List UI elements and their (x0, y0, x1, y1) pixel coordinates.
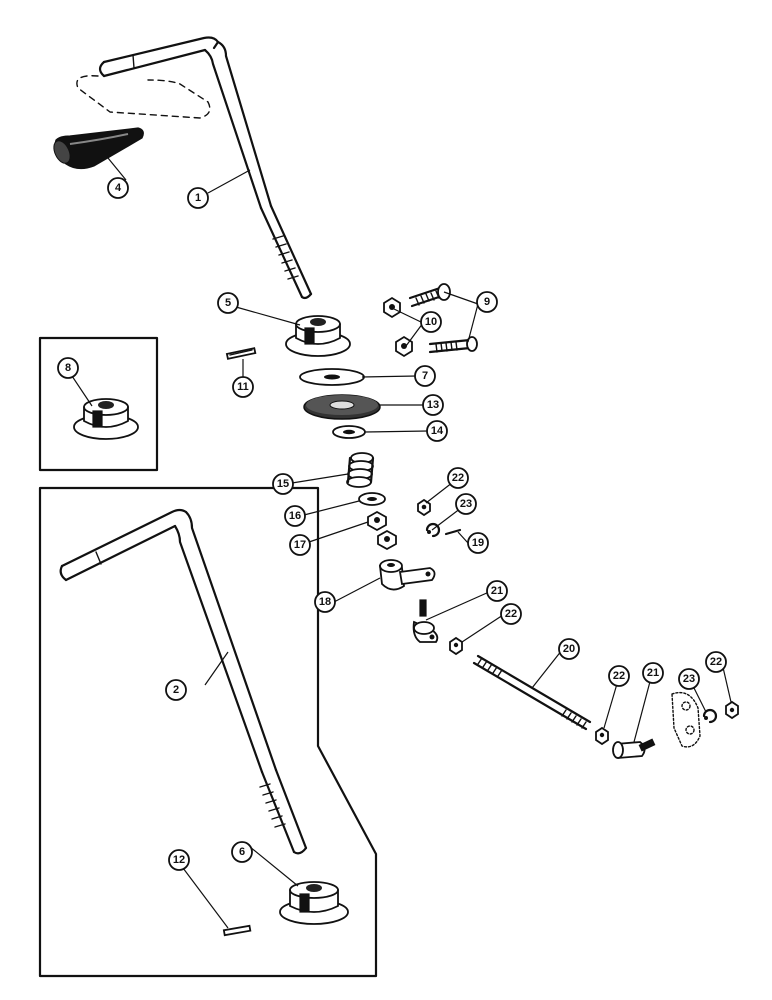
adjusting-rod-20 (472, 654, 592, 731)
nut-22-far-right (725, 700, 739, 720)
callout-8: 8 (57, 357, 79, 379)
svg-text:9: 9 (484, 296, 490, 308)
nut-22-right (595, 726, 609, 746)
nut-17 (367, 510, 387, 532)
svg-text:22: 22 (452, 472, 464, 484)
callout-11: 11 (232, 376, 254, 398)
svg-text:17: 17 (294, 539, 306, 551)
lever-hub-6 (279, 881, 349, 925)
callout-23-a: 23 (455, 493, 477, 515)
shift-lever-1 (76, 36, 313, 300)
washer-16 (358, 492, 386, 506)
callout-22-a: 22 (447, 467, 469, 489)
shift-arm-18 (378, 559, 436, 591)
nut-10-lower (395, 335, 413, 358)
svg-text:22: 22 (613, 670, 625, 682)
callout-16: 16 (284, 505, 306, 527)
svg-text:21: 21 (647, 667, 659, 679)
callout-17: 17 (289, 534, 311, 556)
rod-end-21-left (412, 599, 439, 643)
lever-hub-8 (73, 398, 139, 440)
callout-1: 1 (187, 187, 209, 209)
callout-19: 19 (467, 532, 489, 554)
clip-23-right (702, 708, 718, 724)
svg-text:14: 14 (431, 425, 444, 437)
pin-19 (444, 528, 462, 536)
callout-4: 4 (107, 177, 129, 199)
callout-23-b: 23 (678, 668, 700, 690)
svg-text:7: 7 (422, 370, 428, 382)
svg-text:5: 5 (225, 297, 231, 309)
leader-lines (71, 157, 732, 929)
friction-disc-13 (303, 394, 381, 420)
callout-9: 9 (476, 291, 498, 313)
rod-end-21-right (612, 738, 656, 759)
washer-7 (299, 368, 365, 386)
svg-text:21: 21 (491, 585, 503, 597)
callout-22-b: 22 (500, 603, 522, 625)
svg-text:1: 1 (195, 192, 201, 204)
shift-lever-2 (59, 508, 308, 855)
lever-knob-4 (53, 127, 144, 170)
svg-text:22: 22 (710, 656, 722, 668)
svg-text:19: 19 (472, 537, 484, 549)
svg-text:8: 8 (65, 362, 71, 374)
spring-15 (346, 452, 375, 488)
svg-text:23: 23 (683, 673, 695, 685)
nut-22-mid (449, 636, 463, 656)
svg-text:20: 20 (563, 643, 575, 655)
svg-text:22: 22 (505, 608, 517, 620)
svg-text:11: 11 (237, 381, 249, 393)
washer-14 (332, 425, 366, 439)
callout-21-a: 21 (486, 580, 508, 602)
svg-text:12: 12 (173, 854, 185, 866)
bolt-9-lower (428, 336, 478, 354)
callout-14: 14 (426, 420, 448, 442)
svg-text:15: 15 (277, 478, 289, 490)
callout-22-d: 22 (705, 651, 727, 673)
svg-text:10: 10 (425, 316, 437, 328)
svg-text:6: 6 (239, 846, 245, 858)
inset-frame-part-8 (38, 336, 159, 472)
svg-text:16: 16 (289, 510, 301, 522)
callout-6: 6 (231, 841, 253, 863)
callout-15: 15 (272, 473, 294, 495)
nut-10-upper (383, 296, 401, 319)
nut-22-upper (417, 498, 431, 517)
svg-text:23: 23 (460, 498, 472, 510)
roll-pin-12 (222, 924, 252, 937)
callout-7: 7 (414, 365, 436, 387)
inset-frame-lever-2 (38, 486, 378, 978)
svg-text:2: 2 (173, 684, 179, 696)
callout-2: 2 (165, 679, 187, 701)
callout-22-c: 22 (608, 665, 630, 687)
lever-hub-5 (285, 315, 351, 357)
callout-20: 20 (558, 638, 580, 660)
callout-13: 13 (422, 394, 444, 416)
svg-text:4: 4 (115, 182, 122, 194)
callout-5: 5 (217, 292, 239, 314)
link-plate (671, 691, 701, 748)
svg-text:18: 18 (319, 596, 331, 608)
nut-17-lower (377, 529, 397, 551)
roll-pin-11 (225, 347, 257, 360)
callout-18: 18 (314, 591, 336, 613)
callout-21-b: 21 (642, 662, 664, 684)
callout-10: 10 (420, 311, 442, 333)
bolt-9-upper (408, 283, 451, 308)
svg-text:13: 13 (427, 399, 439, 411)
callout-12: 12 (168, 849, 190, 871)
